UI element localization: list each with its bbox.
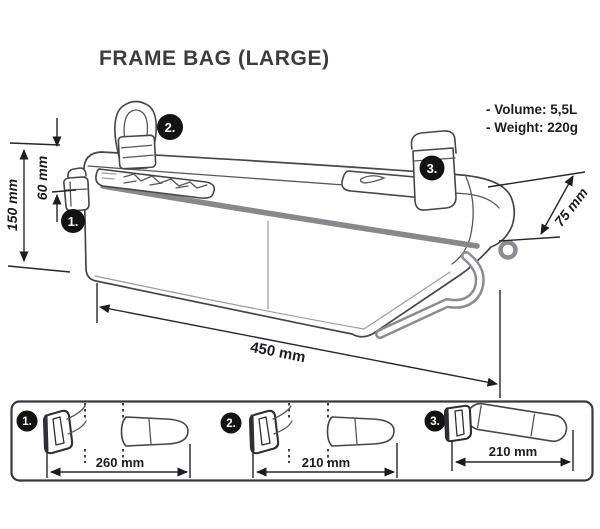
marker-1-label: 1. — [68, 214, 79, 229]
marker-2-label: 2. — [165, 120, 176, 135]
strap-2-length: 210 mm — [302, 455, 350, 470]
page-title: FRAME BAG (LARGE) — [99, 47, 330, 70]
strap-3-buckle — [443, 404, 473, 443]
strap-diagram-3: 3. 210 mm — [424, 402, 574, 471]
strap-legend-panel: 1. 260 mm 2. — [10, 400, 594, 482]
marker-1: 1. — [61, 209, 85, 233]
marker-2: 2. — [157, 114, 183, 140]
dim-label-450mm: 450 mm — [249, 339, 307, 366]
bag-right-contour — [451, 176, 474, 265]
strap-keeper-loop — [498, 240, 518, 260]
frame-bag-illustration — [63, 100, 518, 339]
strap-1-band-b — [120, 416, 189, 447]
spec-volume: - Volume: 5,5L — [486, 102, 578, 117]
strap-diagram-2: 2. 210 mm — [220, 403, 398, 478]
strap-2-band-b — [326, 416, 395, 447]
marker-3: 3. — [419, 155, 445, 181]
strap-1-band-a — [66, 405, 87, 435]
strap-1-buckle — [42, 409, 74, 455]
strap-diagram-1: 1. 260 mm — [16, 403, 191, 478]
marker-3-label: 3. — [427, 161, 438, 176]
zipper — [100, 183, 480, 249]
dim-label-60mm: 60 mm — [34, 156, 50, 200]
spec-weight: - Weight: 220g — [486, 120, 579, 135]
strap-2-band-a — [272, 405, 293, 435]
strap-1-marker: 1. — [22, 416, 32, 428]
top-strap-loop — [114, 100, 158, 170]
brand-logo — [95, 168, 216, 199]
strap-3-marker: 3. — [430, 416, 440, 428]
dim-label-150mm: 150 mm — [4, 179, 20, 231]
dim-60mm: 60 mm — [34, 118, 77, 222]
spec-list: - Volume: 5,5L - Weight: 220g — [486, 101, 578, 137]
left-buckle — [63, 167, 90, 212]
dim-label-75mm: 75 mm — [551, 185, 591, 230]
strap-2-buckle — [248, 409, 280, 455]
strap-2-marker: 2. — [226, 418, 236, 430]
strap-3-length: 210 mm — [489, 444, 537, 459]
dim-150mm: 150 mm — [4, 142, 71, 273]
strap-1-length: 260 mm — [96, 455, 144, 470]
wrap-strap — [375, 240, 518, 339]
